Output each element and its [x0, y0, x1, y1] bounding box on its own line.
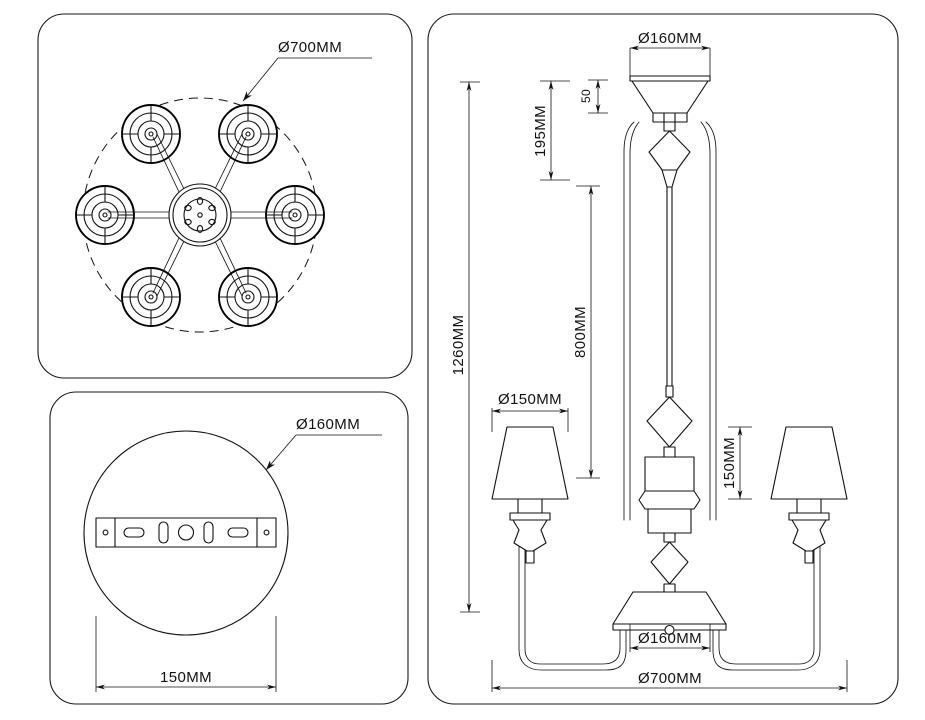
- elev-detail-50-dimension: [588, 79, 608, 114]
- elev-top-canopy-label: Ø160MM: [638, 30, 702, 47]
- elev-1260-label: 1260MM: [450, 315, 467, 376]
- canopy-diameter-label: Ø160MM: [296, 416, 360, 433]
- elev-left-lamp: [491, 426, 569, 564]
- elev-195-label: 195MM: [532, 105, 549, 157]
- plan-lamp-6: [218, 267, 278, 327]
- canopy-mounting-bracket: [95, 517, 277, 548]
- plan-center-hub: [168, 183, 232, 247]
- elev-800-label: 800MM: [572, 306, 589, 358]
- plan-lamp-5: [121, 267, 181, 327]
- elev-shade-height-label: 150MM: [721, 437, 738, 489]
- elev-bottom-hub-label: Ø160MM: [638, 630, 702, 647]
- plan-lamp-1: [121, 104, 181, 164]
- elev-bottom-hub: [612, 591, 727, 636]
- plan-lamp-3: [75, 185, 135, 245]
- elev-bottom-hub-dimension: [629, 624, 711, 652]
- canopy-diameter-leader: [265, 434, 382, 471]
- elev-column-side-rods: [623, 121, 717, 521]
- plan-arms: [107, 133, 293, 297]
- elev-1260-dimension: [460, 81, 480, 613]
- panel-elevation-view: [427, 13, 899, 705]
- elev-overall-width-label: Ø700MM: [638, 670, 702, 687]
- plan-view-group: Ø700MM: [75, 39, 372, 333]
- elev-ceiling-canopy: [629, 75, 711, 123]
- elev-left-arm: [518, 539, 627, 671]
- elev-shade-dia-dimension: [491, 408, 569, 432]
- elev-upper-finial: [648, 121, 691, 392]
- canopy-width-dimension: [95, 616, 277, 692]
- elev-top-canopy-dimension: [629, 45, 711, 78]
- plan-lamp-4: [265, 185, 325, 245]
- elev-195-dimension: [540, 80, 570, 181]
- elevation-view-group: Ø160MM 50 195MM: [450, 30, 848, 692]
- elev-800-dimension: [576, 185, 600, 479]
- elev-right-arm: [712, 539, 821, 671]
- elev-shade-height-dimension: [728, 426, 752, 500]
- plan-diameter-label: Ø700MM: [278, 39, 342, 56]
- plan-diameter-leader: [242, 57, 372, 102]
- plan-lamp-2: [218, 104, 278, 164]
- elev-mid-ornament: [638, 385, 701, 534]
- elev-right-lamp: [770, 426, 848, 564]
- elev-overall-width-dimension: [491, 660, 848, 692]
- canopy-view-group: Ø160MM 150MM: [83, 416, 382, 692]
- canopy-width-label: 150MM: [160, 669, 212, 686]
- elev-shade-dia-label: Ø150MM: [498, 391, 562, 408]
- elev-detail-50-label: 50: [579, 89, 593, 103]
